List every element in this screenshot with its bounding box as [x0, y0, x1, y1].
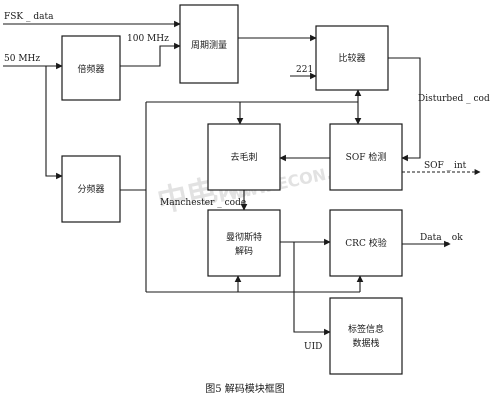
tag-info-label-1: 标签信息	[348, 323, 384, 335]
tag-info-stack-block: 标签信息 数据栈	[329, 297, 403, 375]
figure-caption: 图5 解码模块框图	[205, 382, 285, 395]
divider-label: 分频器	[77, 183, 104, 195]
crc-check-block: CRC 校验	[329, 209, 403, 277]
manchester-decode-label-2: 解码	[235, 245, 253, 257]
tag-info-label-2: 数据栈	[352, 337, 379, 349]
period-measure-label: 周期测量	[191, 40, 227, 51]
comparator-block: 比较器	[315, 25, 389, 91]
deglitch-block: 去毛刺	[207, 123, 281, 191]
manchester-decode-label-1: 曼彻斯特	[226, 231, 262, 243]
crc-check-label: CRC 校验	[345, 237, 386, 249]
uid-label: UID	[304, 342, 322, 352]
sof-int-label: SOF _ int	[424, 161, 467, 171]
threshold-221-label: 221	[296, 65, 313, 75]
data-ok-label: Data _ ok	[420, 233, 463, 243]
manchester-decode-block: 曼彻斯特 解码	[207, 209, 281, 277]
clk-100mhz-label: 100 MHz	[127, 34, 169, 44]
sof-detect-block: SOF 检测	[329, 123, 403, 191]
connections	[3, 20, 481, 336]
clk-50mhz-label: 50 MHz	[4, 54, 40, 64]
multiplier-block: 倍频器	[61, 35, 121, 101]
sof-detect-label: SOF 检测	[346, 151, 387, 163]
period-measure-block: 周期测量	[179, 4, 239, 84]
manchester-code-label: Manchester _ code	[160, 198, 246, 208]
comparator-label: 比较器	[338, 52, 365, 64]
divider-block: 分频器	[61, 155, 121, 223]
disturbed-code-label: Disturbed _ code	[418, 94, 490, 104]
fsk-data-label: FSK _ data	[4, 12, 54, 22]
multiplier-label: 倍频器	[77, 63, 104, 75]
deglitch-label: 去毛刺	[230, 151, 257, 163]
